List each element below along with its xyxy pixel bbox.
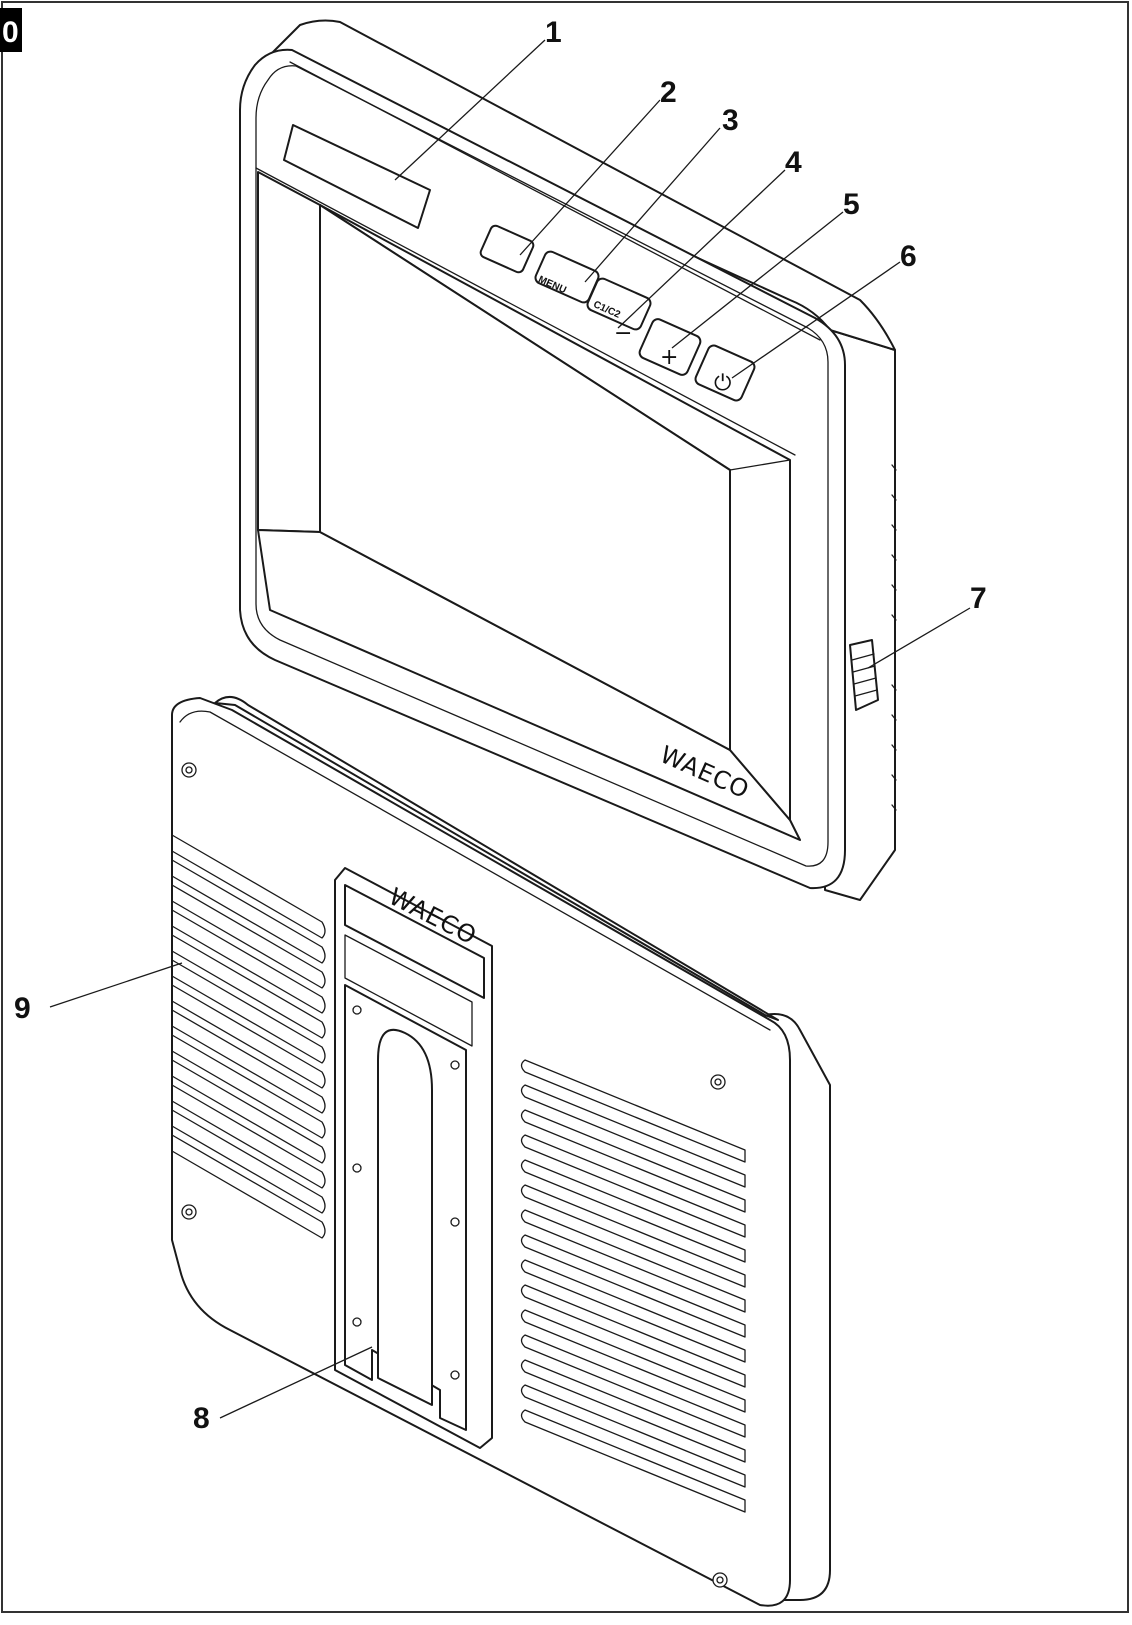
- monitor-side-vents: [891, 464, 897, 811]
- monitor-bezel-inner: [255, 65, 829, 867]
- callouts: 1 2 3 4 5 6 7 8 9: [14, 16, 987, 1435]
- figure-tag: 0: [0, 8, 22, 52]
- power-button[interactable]: ⏻: [694, 344, 757, 403]
- monitor-top-band-line: [255, 167, 796, 456]
- screw-bottom-left: [181, 1204, 197, 1220]
- minus-button[interactable]: −: [614, 321, 632, 346]
- mounting-rail: [334, 867, 493, 1449]
- rail-cap: [344, 934, 473, 1047]
- rail-slot: [377, 1028, 433, 1406]
- back-unit-face-highlight: [179, 710, 771, 1031]
- callout-1: 1: [545, 16, 562, 49]
- screw-top-left: [181, 762, 197, 778]
- callout-7: 7: [970, 582, 987, 615]
- monitor: MENU C1/C2 − + ⏻: [239, 19, 897, 901]
- side-connector: [849, 639, 879, 711]
- rail-logo-plate: [344, 884, 485, 999]
- callout-6: 6: [900, 240, 917, 273]
- back-unit-top-edge: [214, 696, 779, 1021]
- ir-sensor: [479, 224, 535, 274]
- callout-3: 3: [722, 104, 739, 137]
- right-vent-grille: [520, 1059, 746, 1513]
- screen: [319, 204, 731, 751]
- back-unit: WAECO: [171, 696, 831, 1607]
- screen-left-recess: [257, 171, 321, 533]
- plus-button[interactable]: +: [638, 317, 703, 377]
- callout-2: 2: [660, 76, 677, 109]
- power-icon: ⏻: [714, 371, 731, 396]
- left-vent-grille: [171, 834, 326, 1239]
- display-window: [283, 124, 431, 229]
- screw-bottom-right: [712, 1572, 728, 1588]
- callout-5: 5: [843, 188, 860, 221]
- screw-top-right: [710, 1074, 726, 1090]
- figure-tag-text: 0: [2, 16, 19, 49]
- minus-button-glyph: −: [614, 321, 632, 346]
- plus-button-glyph: +: [660, 345, 678, 370]
- callout-4: 4: [785, 146, 802, 179]
- callout-8: 8: [193, 1402, 210, 1435]
- monitor-top-highlight: [289, 61, 821, 341]
- callout-9: 9: [14, 992, 31, 1025]
